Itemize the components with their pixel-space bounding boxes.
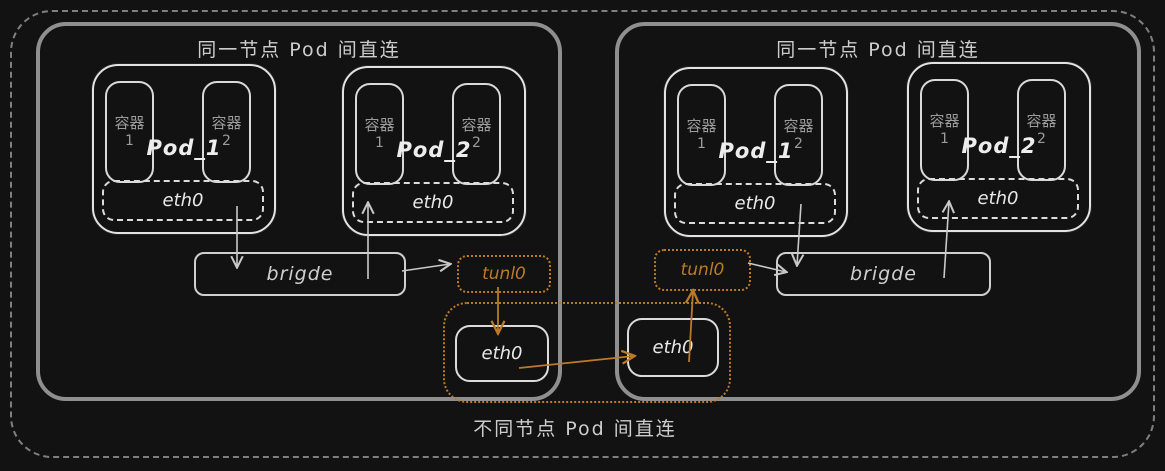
container-label: 容器 (686, 116, 717, 135)
node-2-pod-2: 容器 1 容器 2 Pod_2 eth0 (907, 62, 1091, 232)
node-1-pod-2-container-1: 容器 1 (355, 83, 404, 185)
pod-eth0-label: eth0 (977, 188, 1019, 209)
container-label: 容器 (461, 115, 492, 134)
container-label: 容器 (114, 113, 145, 132)
node-2-pod-1-container-1: 容器 1 (677, 84, 726, 186)
container-label: 容器 (211, 113, 242, 132)
node-2-pod-2-container-2: 容器 2 (1017, 79, 1066, 181)
cross-node-dotted-region (443, 302, 731, 403)
pod-eth0-label: eth0 (734, 193, 776, 214)
container-label: 容器 (1026, 111, 1057, 130)
bridge-label: brigde (850, 263, 917, 285)
container-index: 1 (697, 135, 706, 152)
container-index: 2 (222, 132, 231, 149)
pod-name-label: Pod_2 (396, 138, 472, 162)
node-1-pod-1-eth0-box: eth0 (102, 180, 264, 221)
node-1-title: 同一节点 Pod 间直连 (197, 39, 401, 61)
bridge-label: brigde (266, 263, 334, 285)
pod-eth0-label: eth0 (412, 192, 454, 213)
node-1-pod-2-container-2: 容器 2 (452, 83, 501, 185)
tunnel-label: tunl0 (482, 264, 526, 284)
container-index: 1 (125, 132, 134, 149)
node-1: 同一节点 Pod 间直连 容器 1 容器 2 Pod_1 eth0 容器 1 容… (36, 22, 562, 401)
node-2-bridge-box: brigde (776, 252, 991, 296)
node-2-host-eth0-box: eth0 (627, 318, 719, 377)
container-index: 2 (794, 135, 803, 152)
container-index: 1 (940, 130, 949, 147)
tunnel-label: tunl0 (680, 260, 725, 280)
container-label: 容器 (364, 115, 395, 134)
node-1-bridge-box: brigde (194, 252, 406, 296)
node-1-tunl0-box: tunl0 (457, 255, 551, 293)
node-2: 同一节点 Pod 间直连 容器 1 容器 2 Pod_1 eth0 容器 1 容… (615, 22, 1141, 401)
pod-eth0-label: eth0 (162, 190, 204, 211)
pod-name-label: Pod_1 (146, 136, 222, 160)
container-index: 1 (375, 134, 384, 151)
host-eth0-label: eth0 (652, 337, 694, 358)
node-2-pod-2-eth0-box: eth0 (917, 178, 1079, 219)
container-label: 容器 (929, 111, 960, 130)
node-1-pod-2-eth0-box: eth0 (352, 182, 514, 223)
node-2-pod-1: 容器 1 容器 2 Pod_1 eth0 (664, 67, 848, 237)
pod-name-label: Pod_2 (961, 134, 1037, 158)
node-2-tunl0-box: tunl0 (654, 249, 751, 291)
node-1-pod-1-container-1: 容器 1 (105, 81, 154, 183)
container-label: 容器 (783, 116, 814, 135)
node-2-pod-2-container-1: 容器 1 (920, 79, 969, 181)
container-index: 2 (1037, 130, 1046, 147)
node-2-title: 同一节点 Pod 间直连 (776, 39, 980, 61)
node-1-pod-1-container-2: 容器 2 (202, 81, 251, 183)
node-1-pod-1: 容器 1 容器 2 Pod_1 eth0 (92, 64, 276, 234)
host-eth0-label: eth0 (481, 343, 523, 364)
cluster-dashed-boundary (10, 10, 1155, 458)
node-1-pod-2: 容器 1 容器 2 Pod_2 eth0 (342, 66, 526, 236)
node-1-host-eth0-box: eth0 (455, 325, 549, 382)
container-index: 2 (472, 134, 481, 151)
node-2-pod-1-container-2: 容器 2 (774, 84, 823, 186)
node-2-pod-1-eth0-box: eth0 (674, 183, 836, 224)
pod-name-label: Pod_1 (718, 139, 794, 163)
cross-node-caption: 不同节点 Pod 间直连 (473, 418, 677, 440)
